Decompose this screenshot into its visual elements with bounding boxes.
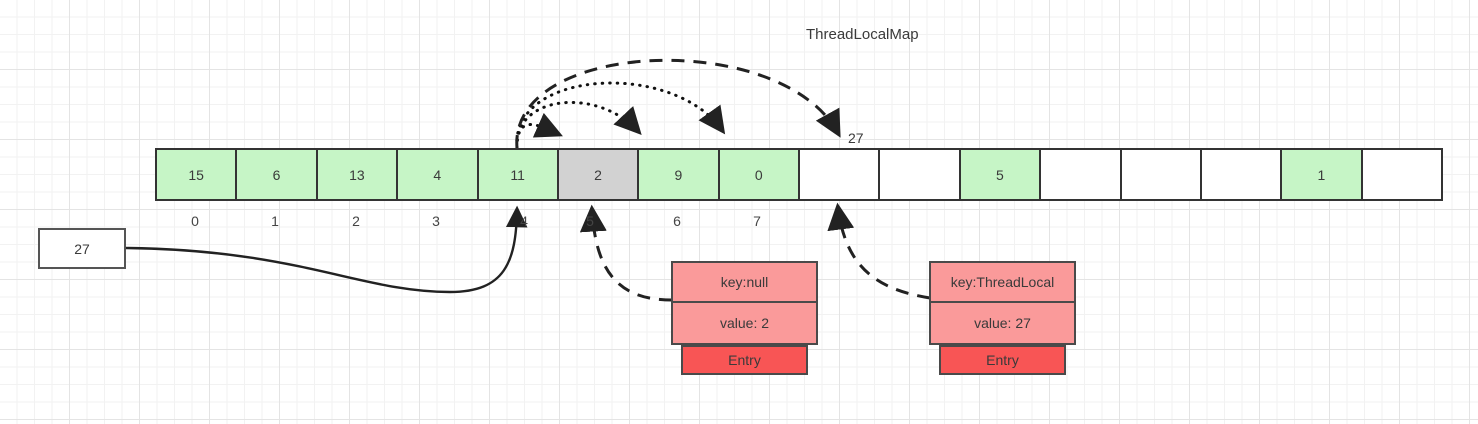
table-slot-3[interactable]: 4	[398, 150, 479, 199]
table-slot-1[interactable]: 6	[237, 150, 318, 199]
index-label-4: 4	[520, 213, 528, 229]
table-slot-6[interactable]: 9	[639, 150, 720, 199]
slot-value: 9	[674, 166, 683, 183]
table-slot-10[interactable]: 5	[960, 150, 1042, 199]
entry-key: key:ThreadLocal	[931, 263, 1074, 303]
table-slot-9[interactable]	[880, 150, 961, 199]
slot-value: 13	[349, 166, 365, 183]
link-new-entry-to-slot8	[827, 202, 931, 300]
table-slot-7[interactable]: 0	[719, 150, 800, 199]
table-slot-12[interactable]	[1121, 150, 1202, 199]
slot-value: 6	[272, 166, 281, 183]
index-label-3: 3	[432, 213, 440, 229]
index-label-0: 0	[191, 213, 199, 229]
table-slot-15[interactable]	[1362, 150, 1441, 199]
entry-value: value: 2	[719, 315, 770, 331]
index-label-7: 7	[753, 213, 761, 229]
input-value-box[interactable]: 27	[38, 228, 126, 269]
table-slot-14[interactable]: 1	[1282, 150, 1363, 199]
page-title: ThreadLocalMap	[806, 26, 919, 43]
slot-value: 2	[594, 166, 602, 183]
slot-value: 11	[510, 166, 525, 183]
index-label-2: 2	[352, 213, 360, 229]
entry-value: value: 27	[974, 315, 1031, 331]
table-slot-13[interactable]	[1201, 150, 1283, 199]
probe-arc-to-slot5	[515, 112, 563, 150]
entry-footer: Entry	[939, 345, 1066, 375]
entry-card-stale[interactable]: key:null value: 2 Entry	[671, 261, 818, 375]
index-label-5: 5	[586, 213, 594, 229]
threadlocalmap-table: 15 6 13 4 11 2 9 0 5 1	[155, 148, 1443, 201]
link-input-to-slot4	[125, 205, 528, 294]
table-slot-8[interactable]	[800, 150, 881, 199]
probe-arc-to-slot6	[515, 101, 642, 150]
slot-value: 0	[754, 166, 763, 183]
probe-value-label: 27	[848, 130, 864, 146]
probe-arc-to-slot7	[515, 81, 726, 150]
slot-value: 15	[188, 166, 204, 183]
input-value-text: 27	[74, 240, 90, 257]
table-slot-5[interactable]: 2	[558, 150, 640, 199]
index-label-6: 6	[673, 213, 681, 229]
table-slot-0[interactable]: 15	[157, 150, 238, 199]
index-label-1: 1	[271, 213, 279, 229]
link-stale-entry-to-slot5	[579, 204, 673, 302]
table-slot-2[interactable]: 13	[317, 150, 399, 199]
slot-value: 1	[1317, 166, 1326, 183]
probe-arc-to-slot8	[515, 58, 841, 149]
entry-body: key:ThreadLocal value: 27	[929, 261, 1076, 345]
entry-card-new[interactable]: key:ThreadLocal value: 27 Entry	[929, 261, 1076, 375]
entry-footer: Entry	[681, 345, 808, 375]
table-slot-11[interactable]	[1041, 150, 1122, 199]
table-slot-4[interactable]: 11	[478, 150, 559, 199]
slot-value: 4	[433, 166, 442, 183]
entry-body: key:null value: 2	[671, 261, 818, 345]
entry-key: key:null	[673, 263, 816, 303]
slot-value: 5	[996, 166, 1004, 183]
